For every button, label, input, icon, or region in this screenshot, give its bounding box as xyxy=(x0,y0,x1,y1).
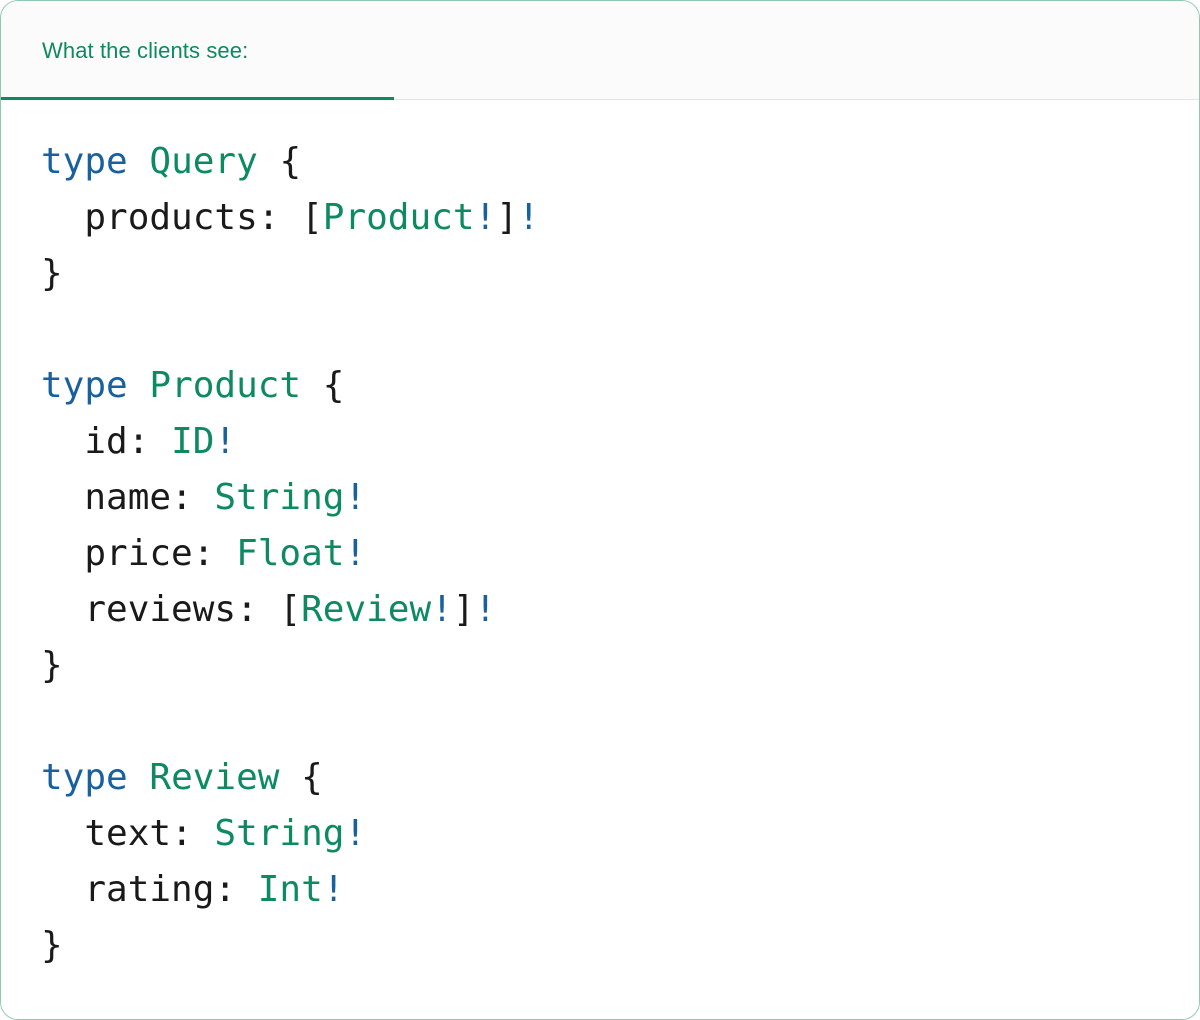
code-token xyxy=(279,757,301,798)
code-token: ] xyxy=(496,197,518,238)
code-line: } xyxy=(41,246,1199,302)
code-token: : xyxy=(171,477,215,518)
code-token: name xyxy=(41,477,172,518)
code-token: : [ xyxy=(236,589,302,630)
code-token: } xyxy=(41,645,63,686)
code-token: type xyxy=(41,365,128,406)
code-line: text: String! xyxy=(41,806,1199,862)
code-token: ! xyxy=(344,813,367,854)
code-token: type xyxy=(41,757,128,798)
code-token: ! xyxy=(344,477,367,518)
code-token xyxy=(258,141,280,182)
code-token: Product xyxy=(322,197,475,238)
code-token: ] xyxy=(452,589,475,630)
code-line: rating: Int! xyxy=(41,862,1199,918)
code-token: price xyxy=(41,533,193,574)
code-token: Review xyxy=(149,757,280,798)
code-line: reviews: [Review!]! xyxy=(41,582,1199,638)
code-token: ! xyxy=(474,197,497,238)
code-line: id: ID! xyxy=(41,414,1199,470)
code-token: ! xyxy=(322,869,345,910)
code-token: Int xyxy=(257,869,323,910)
code-line: name: String! xyxy=(41,470,1199,526)
code-token xyxy=(128,757,150,798)
code-token: : xyxy=(171,813,215,854)
code-token: Review xyxy=(301,589,432,630)
code-token xyxy=(301,365,323,406)
code-token: { xyxy=(279,141,302,182)
graphql-schema-code[interactable]: type Query { products: [Product!]!} type… xyxy=(41,134,1199,974)
code-token: : xyxy=(214,869,258,910)
code-token: : [ xyxy=(257,197,323,238)
tab-label: What the clients see: xyxy=(42,37,249,63)
code-token: : xyxy=(127,421,172,462)
code-token: { xyxy=(322,365,345,406)
code-token: Float xyxy=(236,533,345,574)
code-line: } xyxy=(41,638,1199,694)
code-line: price: Float! xyxy=(41,526,1199,582)
code-token: ! xyxy=(214,421,237,462)
code-token xyxy=(128,141,150,182)
code-token: rating xyxy=(41,869,215,910)
code-token: String xyxy=(214,813,345,854)
code-line: type Query { xyxy=(41,134,1199,190)
code-token: { xyxy=(301,757,323,798)
code-line xyxy=(41,302,1199,358)
code-token: reviews xyxy=(41,589,237,630)
code-line: type Review { xyxy=(41,750,1199,806)
code-token: ID xyxy=(171,421,215,462)
code-token: id xyxy=(41,421,128,462)
panel-header: What the clients see: xyxy=(1,1,1199,100)
tab-what-the-clients-see[interactable]: What the clients see: xyxy=(1,1,394,100)
code-token: ! xyxy=(431,589,453,630)
code-token: type xyxy=(41,141,128,182)
code-token: products xyxy=(41,197,258,238)
code-line: products: [Product!]! xyxy=(41,190,1199,246)
code-token: } xyxy=(41,925,63,966)
code-token: ! xyxy=(344,533,367,574)
code-token: ! xyxy=(517,197,540,238)
code-body: type Query { products: [Product!]!} type… xyxy=(1,100,1199,1019)
code-token: } xyxy=(41,253,63,294)
code-token: Query xyxy=(149,141,258,182)
code-token: : xyxy=(192,533,237,574)
code-line: } xyxy=(41,918,1199,974)
code-token: text xyxy=(41,813,172,854)
code-token xyxy=(128,365,150,406)
code-line: type Product { xyxy=(41,358,1199,414)
code-token: String xyxy=(214,477,345,518)
code-token: ! xyxy=(474,589,497,630)
code-line xyxy=(41,694,1199,750)
code-token: Product xyxy=(149,365,302,406)
